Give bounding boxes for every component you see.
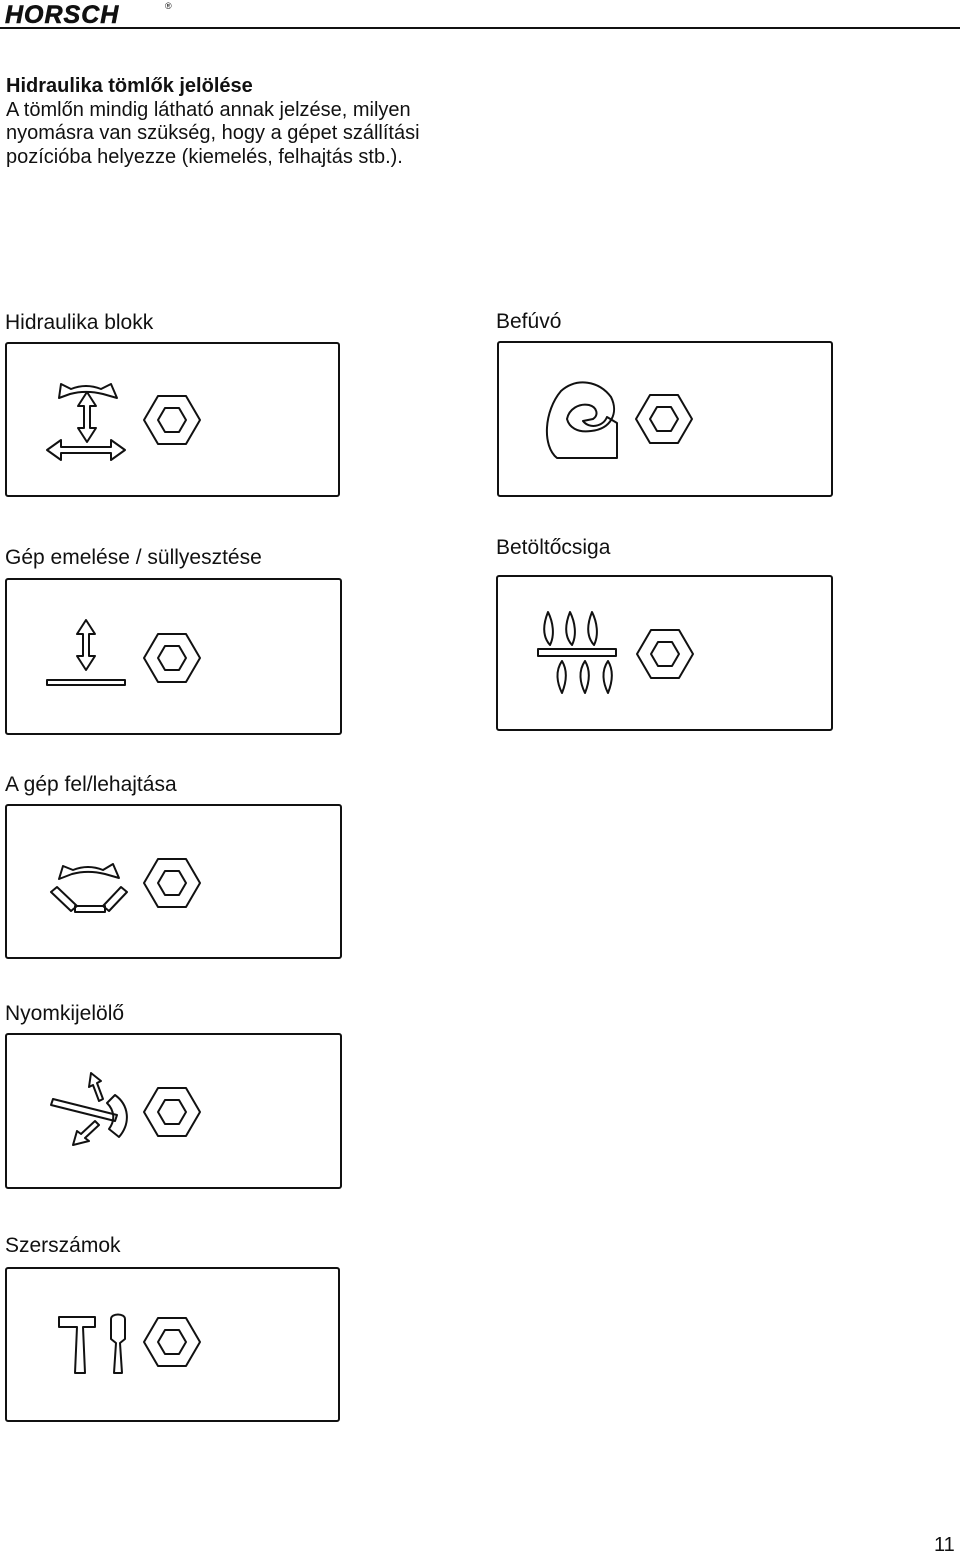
panel-blower <box>497 341 833 497</box>
intro-line-1: A tömlőn mindig látható annak jelzése, m… <box>6 98 411 121</box>
screwdriver-icon <box>110 1313 126 1374</box>
intro-line-3: pozícióba helyezze (kiemelés, felhajtás … <box>6 145 403 168</box>
panel-tools <box>5 1267 340 1422</box>
auger-icon <box>537 611 694 694</box>
label-lift-lower: Gép emelése / süllyesztése <box>5 546 262 569</box>
registered-mark: ® <box>165 1 172 11</box>
logo-text: HORSCH <box>5 1 120 30</box>
panel-fold-unfold <box>5 804 342 959</box>
label-marker: Nyomkijelölő <box>5 1002 125 1025</box>
label-tools: Szerszámok <box>5 1234 121 1257</box>
panel-marker <box>5 1033 342 1189</box>
label-hydraulic-block: Hidraulika blokk <box>5 311 154 334</box>
blower-icon <box>545 381 693 459</box>
horsch-logo: HORSCH ® <box>5 1 172 30</box>
intro-text: Hidraulika tömlők jelölése A tömlőn mind… <box>6 75 566 169</box>
section-heading: Hidraulika tömlők jelölése <box>6 75 253 97</box>
marker-icon <box>50 1072 201 1146</box>
panel-hydraulic-block <box>5 342 340 497</box>
panel-lift-lower <box>5 578 342 735</box>
label-fold-unfold: A gép fel/lehajtása <box>5 773 177 796</box>
panel-auger <box>496 575 833 731</box>
fold-unfold-icon <box>50 858 201 913</box>
intro-line-2: nyomásra van szükség, hogy a gépet száll… <box>6 122 420 144</box>
tools-icon <box>58 1313 201 1374</box>
hammer-icon <box>58 1316 96 1374</box>
hydraulic-block-icon <box>46 383 201 461</box>
header-rule <box>0 27 960 29</box>
page-number: 11 <box>934 1534 955 1556</box>
label-blower: Befúvó <box>496 310 562 333</box>
label-auger: Betöltőcsiga <box>496 536 611 559</box>
lift-lower-icon <box>46 619 201 686</box>
